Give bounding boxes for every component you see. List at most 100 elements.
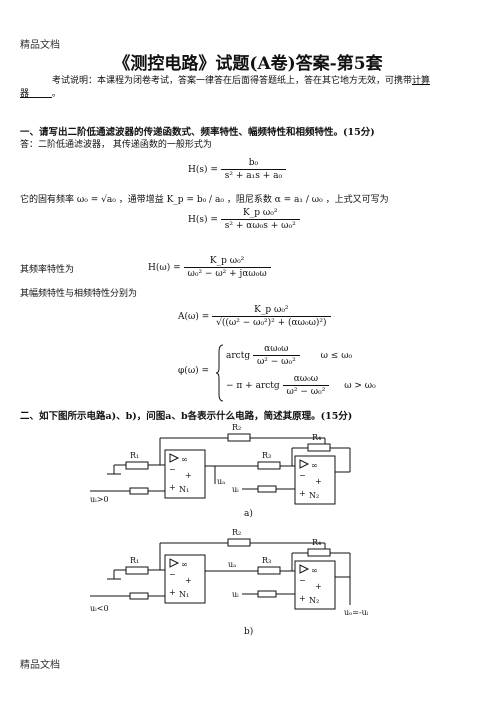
eq2-den: s² + αω₀s + ω₀² — [224, 221, 296, 231]
eq5-lhs: φ(ω) = — [178, 366, 210, 376]
param-text-a: 它的固有频率 — [20, 195, 75, 205]
eq3-den: ω₀² − ω² + jαω₀ω — [187, 269, 267, 279]
exam-note-line1: 考试说明：本课程为闭卷考试，答案一律答在后面得答题纸上，答在其它地方无效，可携带 — [52, 76, 413, 86]
q1-heading: 一、请写出二阶低通滤波器的传递函数式、频率特性、幅频特性和相频特性。(15分) — [20, 127, 375, 138]
circuit-a-diagram: R₁ ∞ − + + N₁ uₐ R₂ uᵢ>0 R₃ R₄ ∞ − + + N… — [90, 423, 351, 505]
piecewise-brace — [216, 344, 224, 402]
eq1-lhs: H(s) = — [188, 165, 218, 175]
resistor-r1 — [125, 461, 149, 470]
label-ua-b: uₐ — [228, 560, 236, 569]
label-r2: R₂ — [232, 423, 241, 432]
opamp-n2-b — [294, 560, 336, 610]
n2b-label: N₂ — [309, 596, 319, 605]
n2b-inf: ∞ — [311, 566, 318, 575]
eq1-num: b₀ — [220, 158, 287, 170]
case2-fn: − π + arctg — [226, 381, 280, 391]
param-definitions: 它的固有频率 ω₀ = √a₀ ，通带增益 K_p = b₀ / a₀ ，阻尼系… — [20, 194, 490, 207]
n1-plus: + — [169, 483, 176, 492]
caption-a: a) — [244, 509, 253, 519]
exam-note: 考试说明：本课程为闭卷考试，答案一律答在后面得答题纸上，答在其它地方无效，可携带… — [20, 75, 480, 101]
opamp-n2 — [294, 455, 336, 505]
kp-def: K_p = b₀ / a₀ — [166, 195, 224, 205]
label-r1-b: R₁ — [130, 556, 139, 565]
label-r3: R₃ — [262, 451, 271, 460]
n1-plus-out: + — [185, 471, 192, 480]
n2-plus: + — [299, 489, 306, 498]
param-text-b: ，通带增益 — [118, 195, 164, 205]
label-ui-2: uᵢ — [232, 485, 239, 494]
eq2-num: K_p ω₀² — [220, 208, 300, 220]
label-r4-b: R₄ — [312, 538, 321, 547]
opamp-n1-b — [164, 554, 206, 604]
header-text: 精品文档 — [20, 40, 60, 51]
exam-note-line2: 器 — [20, 89, 30, 99]
eq3-num: K_p ω₀² — [183, 256, 271, 268]
n1b-plus-out: + — [185, 576, 192, 585]
circuit-b-diagram: R₁ ∞ − + + N₁ uₐ R₂ uᵢ<0 R₃ R₄ ∞ − + + N… — [90, 528, 369, 617]
param-text-d: ，上式又可写为 — [325, 195, 389, 205]
label-r2-b: R₂ — [232, 528, 241, 537]
label-r3-b: R₃ — [262, 556, 271, 565]
amp-label: 其幅频特性与相频特性分别为 — [20, 289, 138, 299]
resistor-r2-b — [227, 538, 251, 547]
q1-answer-intro: 答：二阶低通滤波器， 其传递函数的一般形式为 — [20, 140, 212, 150]
q2-heading: 二、如下图所示电路a)、b)，问图a、b各表示什么电路，简述其原理。(15分) — [20, 411, 353, 422]
eq4-den: √((ω² − ω₀²)² + (αω₀ω)²) — [216, 318, 327, 328]
n2b-plus: + — [299, 594, 306, 603]
resistor-r3 — [257, 461, 281, 470]
case1-num: αω₀ω — [252, 344, 300, 356]
resistor-r1-b — [125, 566, 149, 575]
n2-label: N₂ — [309, 491, 319, 500]
caption-b: b) — [244, 627, 254, 637]
footer-text: 精品文档 — [20, 660, 60, 671]
label-r4: R₄ — [312, 433, 321, 442]
resistor-r4-b — [307, 548, 331, 557]
n1b-label: N₁ — [179, 590, 189, 599]
n2-plus-out: + — [315, 477, 322, 486]
eq1-den: s² + a₁s + a₀ — [224, 171, 283, 181]
eq2-lhs: H(s) = — [188, 215, 218, 225]
case1-fn: arctg — [226, 351, 251, 361]
label-ui: uᵢ>0 — [90, 495, 109, 504]
n2b-minus: − — [299, 576, 306, 585]
freq-label: 其频率特性为 — [20, 265, 75, 275]
n2-minus: − — [299, 471, 306, 480]
case1-den: ω² − ω₀² — [256, 357, 296, 367]
case2-den: ω² − ω₀² — [286, 387, 326, 397]
n1-label: N₁ — [179, 485, 189, 494]
resistor-r3-b — [257, 566, 281, 575]
omega0-def: ω₀ = √a₀ — [76, 195, 116, 205]
label-ui-b: uᵢ<0 — [90, 604, 109, 613]
resistor-r4 — [307, 443, 331, 452]
n1-inf: ∞ — [181, 455, 188, 464]
exam-note-end: 。 — [51, 89, 61, 99]
eq3-lhs: H(ω) = — [148, 263, 181, 273]
opamp-n1 — [164, 449, 206, 499]
label-ua: uₐ — [217, 477, 225, 486]
alpha-def: α = a₁ / ω₀ — [274, 195, 323, 205]
case2-num: αω₀ω — [282, 374, 330, 386]
case2-cond: ω > ω₀ — [344, 381, 376, 391]
label-uo-b: uₒ=-uᵢ — [344, 608, 369, 617]
n1b-inf: ∞ — [181, 560, 188, 569]
n2-inf: ∞ — [311, 461, 318, 470]
case1-cond: ω ≤ ω₀ — [320, 351, 353, 361]
n1b-plus: + — [169, 588, 176, 597]
eq-amplitude: A(ω) = K_p ω₀²√((ω² − ω₀²)² + (αω₀ω)²) — [178, 305, 331, 328]
param-text-c: ，阻尼系数 — [226, 195, 272, 205]
eq4-lhs: A(ω) = — [178, 312, 210, 322]
resistor-r2 — [227, 433, 251, 442]
page-title: 《测控电路》试题(A卷)答案-第5套 — [113, 54, 383, 74]
n1b-minus: − — [169, 570, 176, 579]
label-r1: R₁ — [130, 451, 139, 460]
eq4-num: K_p ω₀² — [212, 305, 331, 317]
exam-note-underlined: 计算 — [412, 76, 431, 86]
label-ui2-b: uᵢ — [232, 590, 239, 599]
n1-minus: − — [169, 465, 176, 474]
